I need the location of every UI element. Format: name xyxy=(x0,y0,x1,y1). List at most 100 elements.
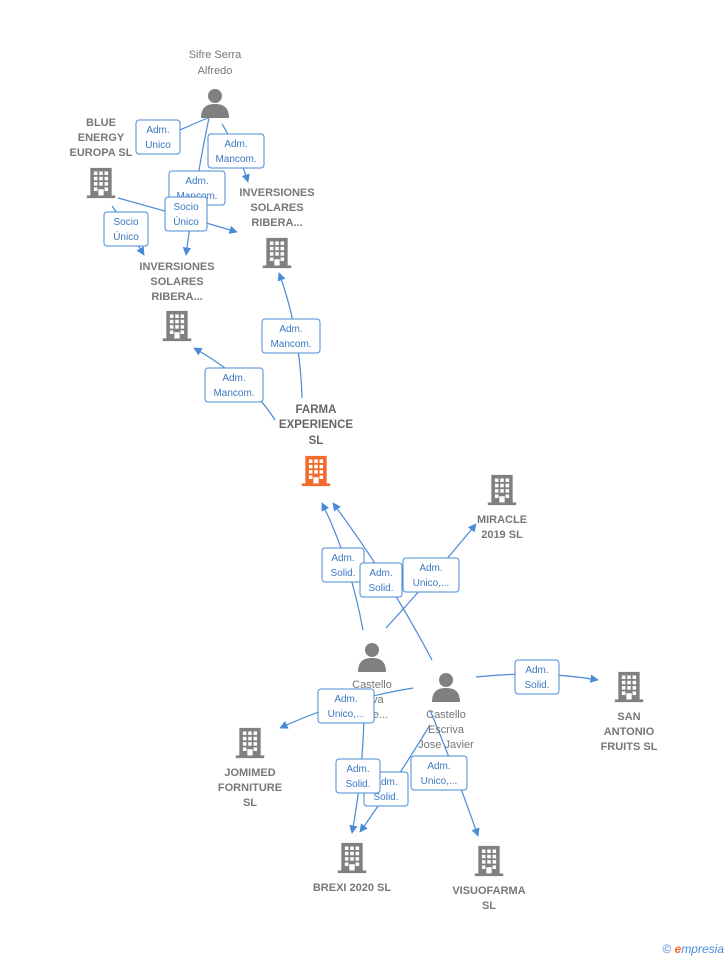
building-icon xyxy=(337,842,367,874)
relation-box xyxy=(204,367,264,403)
node-label-line: Castello xyxy=(352,679,392,691)
relation-box xyxy=(135,119,181,155)
node-label-line: SL xyxy=(243,797,257,809)
relation-box xyxy=(261,318,321,354)
node-label-line: ANTONIO xyxy=(604,726,655,738)
relation-label-line: Solid. xyxy=(373,792,398,803)
relations-layer: Adm.UnicoAdm.Mancom.Adm.Mancom.SocioÚnic… xyxy=(103,119,560,807)
relation-r1[interactable]: Adm. Unico xyxy=(135,119,181,155)
relation-box xyxy=(164,196,208,232)
building-icon xyxy=(614,671,644,703)
relation-label-line: Adm. xyxy=(185,176,208,187)
node-label-line: Jose Javier xyxy=(418,739,474,751)
node-label-line: EXPERIENCE xyxy=(279,419,353,431)
relation-label-line: Adm. xyxy=(334,694,357,705)
relation-r11[interactable]: Adm. Solid. xyxy=(514,659,560,695)
node-inv1[interactable]: INVERSIONES SOLARES RIBERA... xyxy=(239,187,315,269)
node-sanantonio[interactable]: SAN ANTONIO FRUITS SL xyxy=(601,671,658,753)
node-label-line: RIBERA... xyxy=(151,291,202,303)
node-label-line: SL xyxy=(309,435,324,447)
node-label-line: BLUE xyxy=(86,117,116,129)
relation-label-line: Solid. xyxy=(524,680,549,691)
relation-label-line: Mancom. xyxy=(215,154,256,165)
node-label-line: SAN xyxy=(617,711,640,723)
relation-r12[interactable]: Adm.Unico,... xyxy=(317,688,375,724)
relation-label-line: Mancom. xyxy=(270,339,311,350)
relation-label-line: Único xyxy=(173,215,199,228)
person-icon xyxy=(201,89,229,118)
relation-r15[interactable]: Adm. Unico,... xyxy=(410,755,468,791)
relation-label-line: Adm. xyxy=(224,139,247,150)
building-icon xyxy=(262,237,292,269)
node-inv2[interactable]: INVERSIONESSOLARESRIBERA... xyxy=(139,261,215,342)
node-label-line: INVERSIONES xyxy=(239,187,314,199)
node-label-line: Escriva xyxy=(428,724,465,736)
relation-r8[interactable]: Adm. Solid. xyxy=(321,547,365,583)
building-icon xyxy=(162,310,192,342)
building-icon xyxy=(235,727,265,759)
relation-box xyxy=(207,133,265,169)
node-label-line: FRUITS SL xyxy=(601,741,658,753)
brand-e: e xyxy=(674,942,682,956)
brand-logo: © empresia xyxy=(662,942,724,956)
node-label-line: RIBERA... xyxy=(251,217,302,229)
relation-label-line: Adm. xyxy=(279,324,302,335)
relation-label-line: Adm. xyxy=(146,125,169,136)
building-icon xyxy=(474,845,504,877)
person-icon xyxy=(432,673,460,702)
relation-label-line: Adm. xyxy=(525,665,548,676)
node-blue[interactable]: BLUE ENERGY EUROPA SL xyxy=(70,117,133,199)
node-label-line: 2019 SL xyxy=(481,529,523,541)
relation-label-line: Socio xyxy=(113,217,138,228)
relation-label-line: Unico,... xyxy=(413,578,450,589)
relation-label-line: Unico xyxy=(145,140,171,151)
relation-label-line: Adm. xyxy=(346,764,369,775)
node-label-line: SOLARES xyxy=(250,202,303,214)
relation-box xyxy=(335,758,381,794)
relation-box xyxy=(359,562,403,598)
relation-box xyxy=(410,755,468,791)
relation-label-line: Adm. xyxy=(331,553,354,564)
brand-rest: mpresia xyxy=(681,942,724,956)
relation-label-line: Adm. xyxy=(427,761,450,772)
relation-r2[interactable]: Adm. Mancom. xyxy=(207,133,265,169)
node-label-line: EUROPA SL xyxy=(70,147,133,159)
node-label-line: ENERGY xyxy=(78,132,125,144)
node-miracle[interactable]: MIRACLE 2019 SL xyxy=(477,474,527,541)
copyright-icon: © xyxy=(662,942,672,956)
node-label-line: FARMA xyxy=(296,404,337,416)
node-label-line: Alfredo xyxy=(198,65,233,77)
node-label-line: MIRACLE xyxy=(477,514,527,526)
relation-label-line: Unico,... xyxy=(421,776,458,787)
node-label-line: JOMIMED xyxy=(224,767,275,779)
relation-label-line: Solid. xyxy=(330,568,355,579)
relation-r7[interactable]: Adm.Mancom. xyxy=(204,367,264,403)
relation-r14[interactable]: Adm. Solid. xyxy=(335,758,381,794)
relation-box xyxy=(317,688,375,724)
relation-box xyxy=(402,557,460,593)
node-label-line: SL xyxy=(482,900,496,912)
relation-label-line: Socio xyxy=(173,202,198,213)
relation-label-line: Solid. xyxy=(368,583,393,594)
node-label-line: BREXI 2020 SL xyxy=(313,882,392,894)
relation-label-line: Adm. xyxy=(374,777,397,788)
node-farma[interactable]: FARMA EXPERIENCE SL xyxy=(279,404,353,487)
relation-label-line: Mancom. xyxy=(213,388,254,399)
relation-box xyxy=(514,659,560,695)
building-icon xyxy=(487,474,517,506)
relation-r6[interactable]: Adm. Mancom. xyxy=(261,318,321,354)
relation-r9[interactable]: Adm. Solid. xyxy=(359,562,403,598)
relation-r10[interactable]: Adm.Unico,... xyxy=(402,557,460,593)
relation-label-line: Solid. xyxy=(345,779,370,790)
building-icon xyxy=(301,455,331,487)
node-brexi[interactable]: BREXI 2020 SL xyxy=(313,842,392,894)
node-label-line: INVERSIONES xyxy=(139,261,214,273)
relation-label-line: Adm. xyxy=(369,568,392,579)
person-icon xyxy=(358,643,386,672)
